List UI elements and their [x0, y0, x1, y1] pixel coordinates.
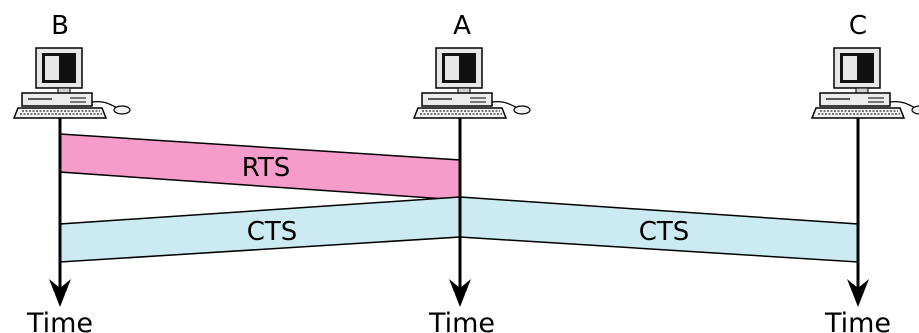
timeline-a-arrow-icon [449, 279, 471, 307]
message-label-rts: RTS [242, 153, 291, 183]
time-label-a: Time [428, 308, 495, 333]
desktop-computer-icon [13, 47, 131, 119]
timeline-b-arrow-icon [49, 279, 71, 307]
timeline-c-arrow-icon [847, 279, 869, 307]
desktop-computer-icon [811, 47, 919, 119]
node-label-a: A [453, 11, 471, 41]
time-label-c: Time [824, 308, 891, 333]
time-label-b: Time [26, 308, 93, 333]
node-label-c: C [849, 11, 867, 41]
message-label-cts-to-c: CTS [639, 217, 690, 247]
desktop-computer-icon [413, 47, 531, 119]
message-label-cts-to-b: CTS [247, 217, 298, 247]
node-label-b: B [51, 11, 69, 41]
